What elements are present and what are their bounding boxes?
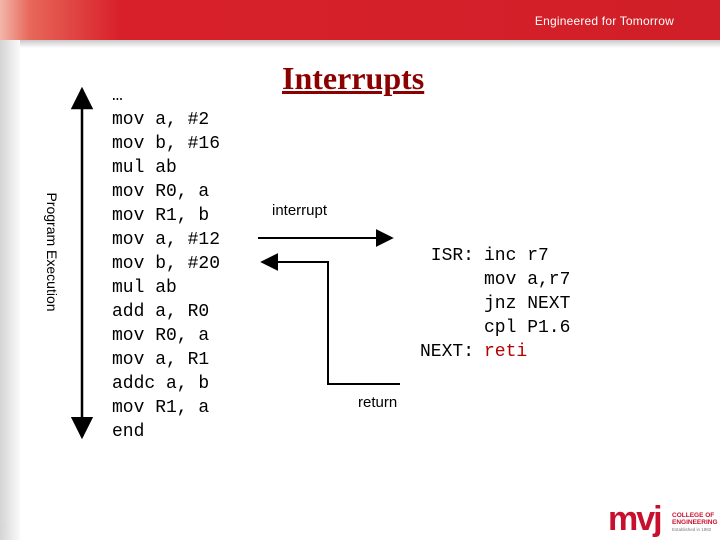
slide-title: Interrupts: [282, 60, 425, 96]
header-bar: [0, 0, 720, 40]
logo-line2: ENGINEERING: [672, 519, 718, 526]
code-line: mov a, #12: [112, 230, 221, 250]
code-line: mov R1, a: [112, 398, 210, 418]
isr-label: [400, 316, 474, 340]
code-line: addc a, b: [112, 374, 210, 394]
code-line: mul ab: [112, 278, 177, 298]
isr-line: cpl P1.6: [484, 318, 571, 338]
code-line: add a, R0: [112, 302, 210, 322]
return-label: return: [358, 394, 398, 411]
left-side-bar: [0, 40, 20, 540]
isr-line: mov a,r7: [484, 270, 571, 290]
isr-labels: ISR: NEXT:: [400, 244, 474, 364]
header-tagline: Engineered for Tomorrow: [534, 14, 674, 28]
isr-code: inc r7 mov a,r7 jnz NEXT cpl P1.6 reti: [484, 244, 570, 364]
code-line: mov b, #20: [112, 254, 221, 274]
isr-label: [400, 292, 474, 316]
isr-label: NEXT:: [419, 342, 474, 362]
code-line: mov a, R1: [112, 350, 210, 370]
isr-label: [400, 268, 474, 292]
college-logo-text: COLLEGE OF ENGINEERING Established in 19…: [672, 512, 718, 533]
isr-line: jnz NEXT: [484, 294, 571, 314]
isr-line: inc r7: [484, 246, 549, 266]
main-program-code: … mov a, #2 mov b, #16 mul ab mov R0, a …: [112, 84, 220, 444]
interrupt-label: interrupt: [272, 202, 328, 219]
header-shadow: [0, 40, 720, 48]
code-line: mov R1, b: [112, 206, 210, 226]
code-line: end: [112, 422, 145, 442]
college-logo: mvj: [608, 500, 663, 538]
isr-line-reti: reti: [484, 342, 528, 362]
isr-label: ISR:: [430, 246, 474, 266]
return-arrow: [260, 253, 400, 385]
code-line: mov a, #2: [112, 110, 210, 130]
corner-mark: ·: [4, 524, 6, 530]
code-line: …: [112, 86, 123, 106]
code-line: mov R0, a: [112, 326, 210, 346]
code-line: mov R0, a: [112, 182, 210, 202]
code-line: mul ab: [112, 158, 177, 178]
logo-line3: Established in 1982: [672, 527, 712, 532]
code-line: mov b, #16: [112, 134, 221, 154]
logo-line1: COLLEGE OF: [672, 512, 715, 519]
